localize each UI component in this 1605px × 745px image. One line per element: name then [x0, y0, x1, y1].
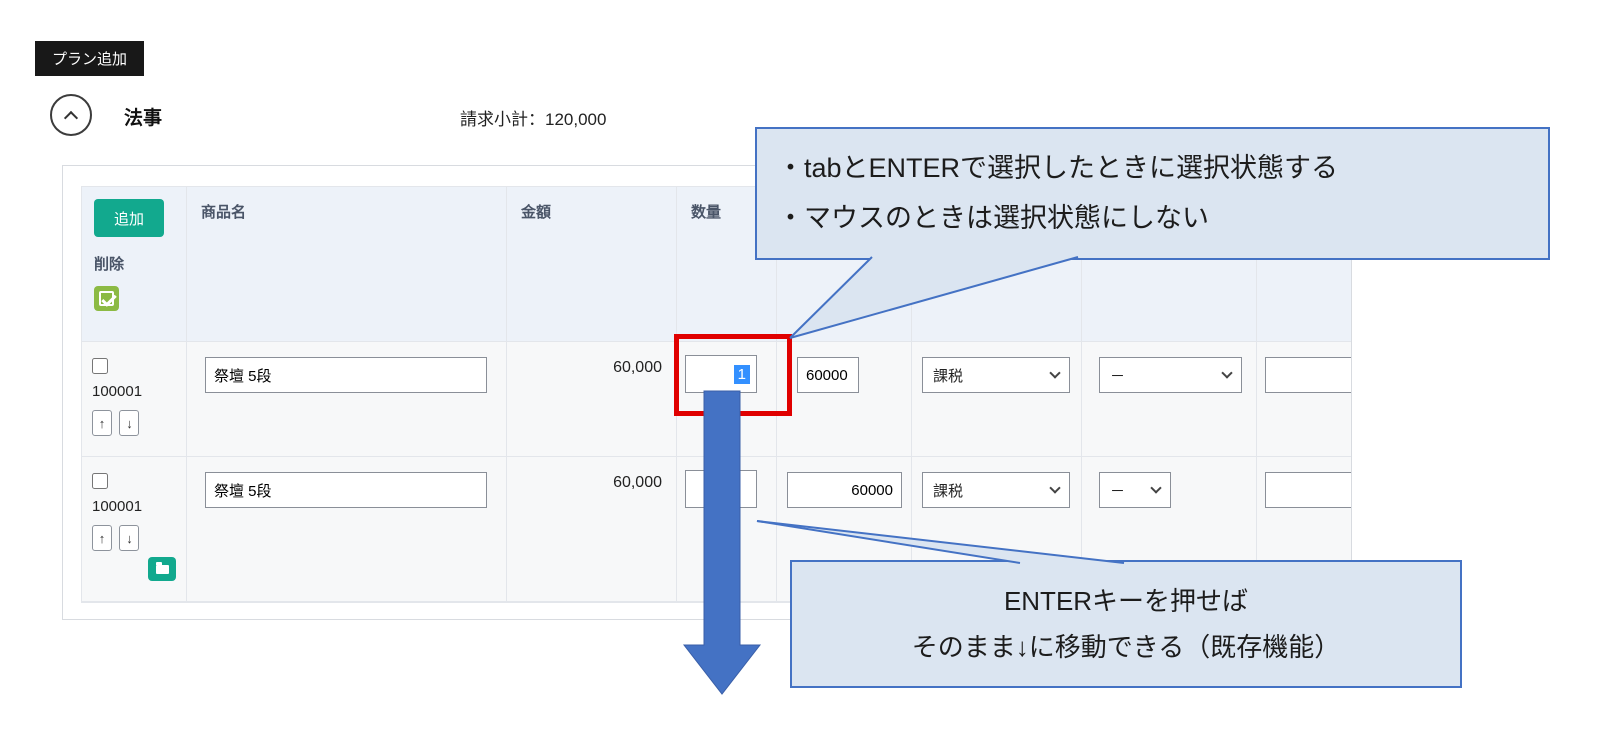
chevron-down-icon — [1049, 367, 1061, 379]
col-quantity-header: 数量 — [691, 204, 722, 221]
row-checkbox[interactable] — [92, 358, 108, 374]
quantity-highlight-box — [674, 334, 792, 416]
extra-input[interactable] — [1265, 357, 1351, 393]
row-checkbox[interactable] — [92, 473, 108, 489]
quantity-selected-value: 1 — [733, 364, 750, 384]
product-name-input[interactable] — [205, 472, 487, 508]
table-cell-amount: 60,000 — [507, 457, 677, 602]
table-cell-product — [187, 342, 507, 457]
chevron-down-icon — [1221, 367, 1233, 379]
table-cell-quantity — [677, 457, 777, 602]
rounding-select-value: － — [1110, 482, 1126, 500]
table-cell-product — [187, 457, 507, 602]
table-cell-price — [777, 342, 912, 457]
chevron-down-icon — [1049, 482, 1061, 494]
row-reorder-controls: ↑ ↓ — [92, 525, 186, 551]
plan-add-button[interactable]: プラン追加 — [35, 41, 145, 76]
annotation-line: ・マウスのときは選択状態にしない — [777, 203, 1209, 233]
extra-input[interactable] — [1265, 472, 1351, 508]
move-up-button[interactable]: ↑ — [92, 525, 112, 551]
chevron-down-icon — [1150, 482, 1162, 494]
rounding-select[interactable]: － — [1099, 472, 1171, 508]
annotation-callout-top: ・tabとENTERで選択したときに選択状態する ・マウスのときは選択状態にしな… — [755, 127, 1550, 260]
quantity-input[interactable] — [685, 470, 757, 508]
add-row-button[interactable]: 追加 — [94, 199, 164, 237]
delete-label: 削除 — [94, 256, 125, 273]
table-cell-tax: 課税 — [912, 342, 1082, 457]
row-id: 100001 — [92, 498, 143, 515]
tax-select-value: 課税 — [933, 367, 964, 385]
tax-select-value: 課税 — [933, 482, 964, 500]
header-cell-product: 商品名 — [187, 187, 507, 342]
row-reorder-controls: ↑ ↓ — [92, 410, 186, 436]
invoice-subtotal: 請求小計：120,000 — [460, 110, 607, 129]
tax-select[interactable]: 課税 — [922, 357, 1070, 393]
col-amount-header: 金額 — [521, 204, 552, 221]
amount-text: 60,000 — [613, 474, 662, 491]
collapse-section-button[interactable] — [50, 94, 92, 136]
table-cell-amount: 60,000 — [507, 342, 677, 457]
annotation-callout-bottom: ENTERキーを押せば そのまま↓に移動できる（既存機能） — [790, 560, 1462, 688]
move-up-button[interactable]: ↑ — [92, 410, 112, 436]
move-down-button[interactable]: ↓ — [119, 410, 140, 436]
row-id: 100001 — [92, 383, 143, 400]
tax-select[interactable]: 課税 — [922, 472, 1070, 508]
amount-text: 60,000 — [613, 359, 662, 376]
table-cell-rounding: － — [1082, 342, 1257, 457]
unit-price-input[interactable] — [797, 357, 859, 393]
annotation-line: ・tabとENTERで選択したときに選択状態する — [777, 153, 1339, 183]
header-cell-actions: 追加 削除 — [82, 187, 187, 342]
unit-price-input[interactable] — [787, 472, 902, 508]
col-product-header: 商品名 — [201, 204, 247, 221]
table-cell-extra — [1257, 342, 1351, 457]
annotation-line: そのまま↓に移動できる（既存機能） — [911, 632, 1341, 662]
delete-all-checkbox-icon[interactable] — [94, 286, 119, 311]
folder-button[interactable] — [148, 557, 176, 581]
table-row-actions: 100001 ↑ ↓ — [82, 342, 187, 457]
table-row-actions: 100001 ↑ ↓ — [82, 457, 187, 602]
chevron-up-icon — [63, 110, 79, 125]
annotation-line: ENTERキーを押せば — [1003, 586, 1249, 616]
folder-icon — [155, 561, 169, 574]
rounding-select[interactable]: － — [1099, 357, 1242, 393]
move-down-button[interactable]: ↓ — [119, 525, 140, 551]
section-title: 法事 — [124, 108, 163, 129]
rounding-select-value: － — [1110, 367, 1126, 385]
header-cell-amount: 金額 — [507, 187, 677, 342]
product-name-input[interactable] — [205, 357, 487, 393]
